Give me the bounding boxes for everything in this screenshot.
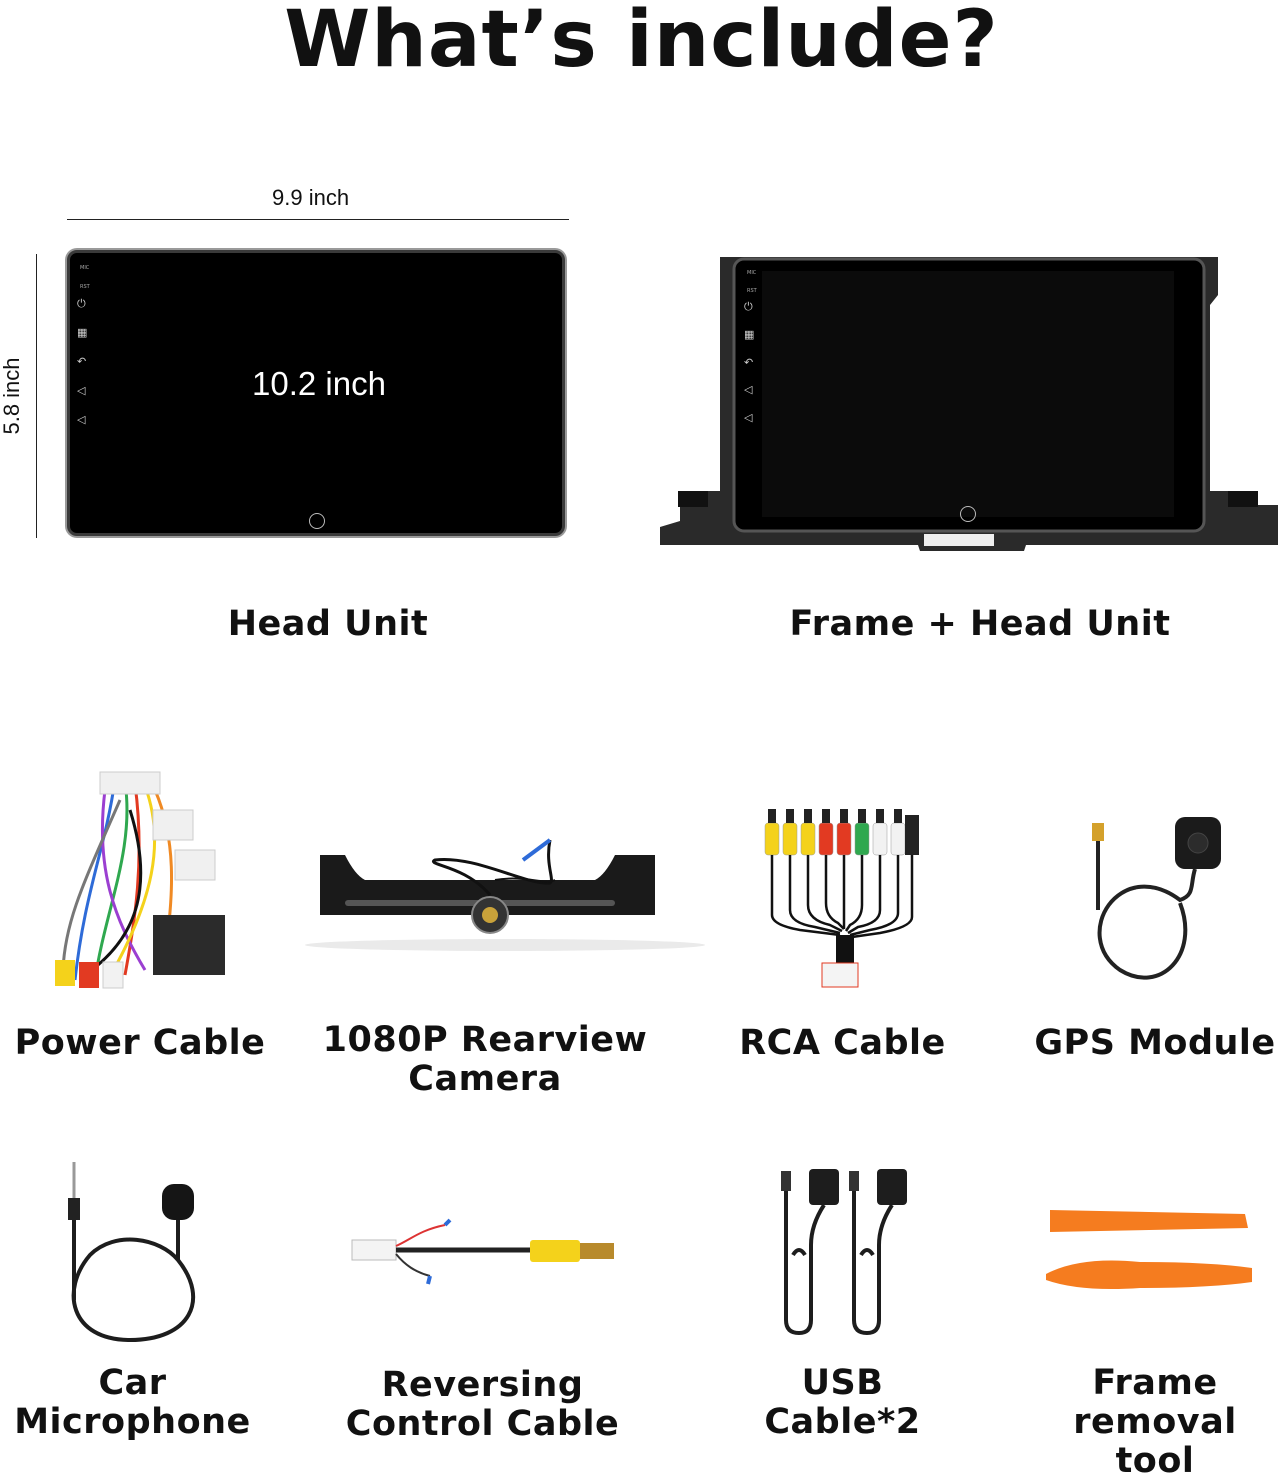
frame-volume-down-icon: ◁ (744, 411, 753, 424)
item-label-rearview-camera-line2: Camera (408, 1059, 562, 1099)
car-microphone-image (68, 1162, 196, 1343)
frame-rst-label: RST (747, 288, 757, 294)
height-dimension-label: 5.8 inch (0, 357, 24, 435)
item-label-frame-removal-tool: Frame removal tool (1030, 1364, 1280, 1481)
rca-cable-image (764, 809, 919, 988)
rca-plug-tip (840, 809, 848, 823)
head-unit-caption: Head Unit (227, 604, 429, 644)
gps-module-image (1092, 817, 1221, 980)
rca-plug (800, 822, 816, 856)
rca-plug-tip (786, 809, 794, 823)
width-dimension-label: 9.9 inch (272, 185, 350, 210)
reversing-cable-image (351, 1218, 614, 1285)
screen-size-label: 10.2 inch (252, 365, 386, 402)
item-label-car-microphone-line2: Microphone (14, 1402, 251, 1442)
frame-removal-tool-image (1046, 1210, 1252, 1289)
rca-plug-tip (894, 809, 902, 823)
rca-plug (818, 822, 834, 856)
frame-home-logo-icon (960, 506, 976, 522)
rearview-camera-image (305, 838, 705, 951)
item-label-gps-module: GPS Module (1034, 1023, 1276, 1063)
item-label-usb-cable-line1: USB (801, 1363, 884, 1403)
item-label-reversing-cable-line1: Reversing (381, 1365, 584, 1405)
head-unit-image: MIC RST ⏻ ▦ ↶ ◁ ◁ 10.2 inch (67, 250, 565, 536)
frame-apps-icon: ▦ (744, 328, 755, 341)
height-dimension-line (36, 254, 37, 538)
frame-back-icon: ↶ (744, 356, 754, 369)
item-label-rearview-camera: 1080P Rearview Camera (310, 1021, 660, 1099)
power-cable-image (55, 771, 225, 989)
volume-up-icon: ◁ (77, 384, 86, 397)
rca-plug-tip (768, 809, 776, 823)
home-logo-icon (309, 513, 325, 529)
back-icon: ↶ (77, 355, 87, 368)
rca-plug (890, 822, 906, 856)
rca-plug (782, 822, 798, 856)
page-title: What’s include? (284, 0, 999, 85)
item-label-rca-cable: RCA Cable (739, 1023, 946, 1063)
item-label-usb-cable: USB Cable*2 (740, 1364, 945, 1442)
frame-unit-caption: Frame + Head Unit (789, 604, 1171, 644)
frame-mic-label: MIC (747, 270, 757, 276)
rca-plug-tip (804, 809, 812, 823)
item-label-frame-removal-tool-line1: Frame (1092, 1363, 1218, 1403)
rca-plug (854, 822, 870, 856)
power-icon: ⏻ (77, 297, 86, 310)
usb-cables-image (781, 1169, 907, 1336)
mic-label: MIC (80, 265, 90, 271)
apps-icon: ▦ (77, 326, 88, 339)
item-label-reversing-cable-line2: Control Cable (345, 1404, 620, 1444)
rca-plug-tip (822, 809, 830, 823)
frame-volume-up-icon: ◁ (744, 383, 753, 396)
volume-down-icon: ◁ (77, 413, 86, 426)
rca-plug-tip (876, 809, 884, 823)
item-label-car-microphone-line1: Car (98, 1363, 167, 1403)
item-label-usb-cable-line2: Cable*2 (764, 1402, 921, 1442)
width-dimension-line (67, 219, 569, 220)
item-label-frame-removal-tool-line2: removal tool (1073, 1402, 1237, 1481)
frame-image (660, 257, 1278, 551)
rca-plug (764, 822, 780, 856)
frame-power-icon: ⏻ (744, 300, 753, 313)
item-label-car-microphone: Car Microphone (10, 1364, 255, 1442)
rca-plug-tip (858, 809, 866, 823)
item-label-rearview-camera-line1: 1080P Rearview (322, 1020, 648, 1060)
rst-label: RST (80, 284, 90, 290)
item-label-power-cable: Power Cable (14, 1023, 266, 1063)
item-label-reversing-cable: Reversing Control Cable (330, 1366, 635, 1444)
rca-plug (836, 822, 852, 856)
rca-plug (872, 822, 888, 856)
